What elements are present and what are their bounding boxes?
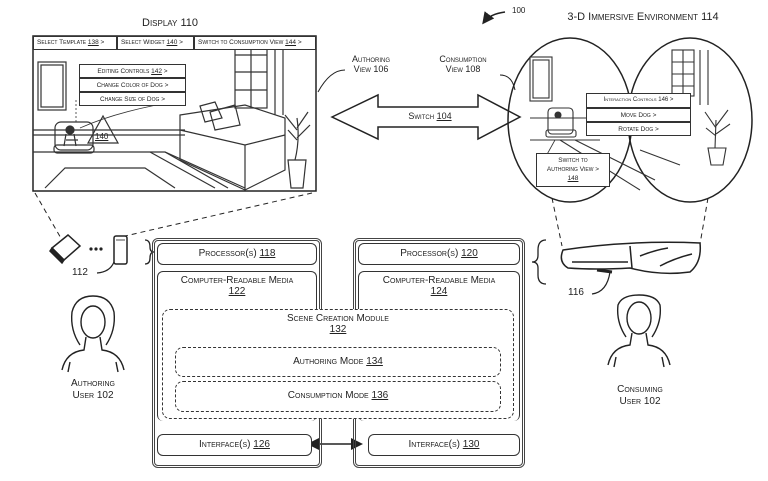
consumption-view-label: Consumption View 108 (428, 54, 498, 74)
authoring-mode-134: Authoring Mode 134 (175, 347, 501, 377)
chevron-icon: > (98, 39, 105, 46)
interface-126: Interface(s) 126 (157, 434, 312, 456)
figure-ref-arrow (482, 11, 506, 25)
laptop-icon (49, 234, 82, 265)
display-title: Display 110 (142, 17, 198, 29)
ref-number: 132 (329, 324, 347, 335)
button-line: Authoring View > (546, 166, 600, 173)
figure-number: 100 (512, 6, 526, 15)
authoring-user-icon (61, 295, 125, 373)
consumption-mode-136: Consumption Mode 136 (175, 381, 501, 412)
ref-number: 130 (462, 439, 480, 450)
ref-number: 124 (430, 286, 448, 297)
ref-number: 148 (567, 175, 579, 182)
head-mounted-display-icon (560, 241, 702, 275)
switch-label[interactable]: Switch 104 (380, 111, 480, 122)
label-line: View 106 (353, 64, 389, 74)
box-label: Computer-Readable Media (382, 275, 496, 286)
interaction-controls-header[interactable]: Interaction Controls 146 > (586, 93, 691, 108)
label-line: Consumption (439, 54, 487, 64)
room-scene-authoring (33, 37, 311, 191)
ellipsis-dots (89, 247, 103, 251)
box-label: Processor(s) (400, 248, 462, 259)
label-line: User 102 (619, 396, 661, 407)
chevron-icon: > (177, 39, 183, 46)
box-label: Interface(s) (408, 439, 463, 450)
link-display-laptop (34, 192, 63, 241)
authoring-view-label: Authoring View 106 (340, 54, 402, 74)
box-label: Computer-Readable Media (180, 275, 294, 286)
link-display-phone (124, 192, 313, 237)
menu-change-size[interactable]: Change Size of Dog > (79, 92, 186, 106)
chevron-icon: > (162, 68, 168, 75)
label-line: User 102 (72, 390, 114, 401)
switch-to-authoring-button[interactable]: Switch to Authoring View > 148 (536, 153, 610, 187)
toolbar-select-template[interactable]: Select Template 138 > (33, 36, 117, 50)
menu-change-color[interactable]: Change Color of Dog > (79, 78, 186, 92)
scene-creation-module-132: Scene Creation Module 132 (162, 309, 514, 419)
devices-ref: 112 (72, 267, 88, 278)
toolbar-select-widget[interactable]: Select Widget 140 > (117, 36, 194, 50)
ref-number: 144 (285, 39, 297, 46)
consuming-user-icon (607, 294, 671, 368)
ref-number: 136 (371, 390, 389, 401)
ref-number: 104 (436, 111, 452, 121)
consumption-view-leader (499, 74, 516, 91)
module-label: Scene Creation Module (287, 313, 389, 324)
toolbar-label: Select Template (37, 39, 88, 46)
phone-icon (113, 235, 128, 265)
menu-move-dog[interactable]: Move Dog > (586, 108, 691, 122)
button-line: Switch to (558, 157, 588, 164)
interface-130: Interface(s) 130 (368, 434, 520, 456)
ref-number: 134 (366, 356, 383, 367)
authoring-user-label: Authoring User 102 (53, 378, 133, 402)
ref-number: 126 (253, 439, 270, 450)
toolbar-label: Switch to Consumption View (198, 39, 286, 46)
mode-label: Authoring Mode (293, 356, 367, 367)
ref-number: 138 (87, 39, 99, 46)
mode-label: Consumption Mode (287, 390, 372, 401)
box-label: Processor(s) (198, 248, 260, 259)
toolbar-switch-consumption[interactable]: Switch to Consumption View 144 > (194, 36, 316, 50)
room-scene-consumption (529, 49, 731, 191)
ref-number: 118 (259, 248, 276, 259)
consuming-user-label: Consuming User 102 (600, 384, 680, 408)
ref-number: 142 (151, 68, 162, 75)
authoring-view-leader (317, 69, 346, 93)
chevron-icon: > (296, 39, 302, 46)
ref-number: 122 (228, 286, 246, 297)
box-label: Interface(s) (199, 439, 254, 450)
switch-text: Switch (408, 111, 437, 121)
widget-ref: 140 (95, 132, 109, 141)
ref-number: 140 (166, 39, 178, 46)
editing-controls-header[interactable]: Editing Controls 142 > (79, 64, 186, 78)
hmd-brace (531, 239, 547, 285)
toolbar-label: Select Widget (121, 39, 167, 46)
label-line: Consuming (617, 384, 663, 395)
switch-double-arrow (330, 93, 522, 141)
menu-rotate-dog[interactable]: Rotate Dog > (586, 122, 691, 136)
label-line: View 108 (445, 64, 481, 74)
ref-number: 120 (461, 248, 478, 259)
processor-120: Processor(s) 120 (358, 243, 520, 265)
immersive-env-title: 3-D Immersive Environment 114 (567, 11, 719, 23)
processor-118: Processor(s) 118 (157, 243, 317, 265)
menu-label: Editing Controls (97, 68, 152, 75)
hmd-ref: 116 (568, 287, 584, 298)
label-line: Authoring (70, 378, 115, 389)
label-line: Authoring (351, 54, 390, 64)
